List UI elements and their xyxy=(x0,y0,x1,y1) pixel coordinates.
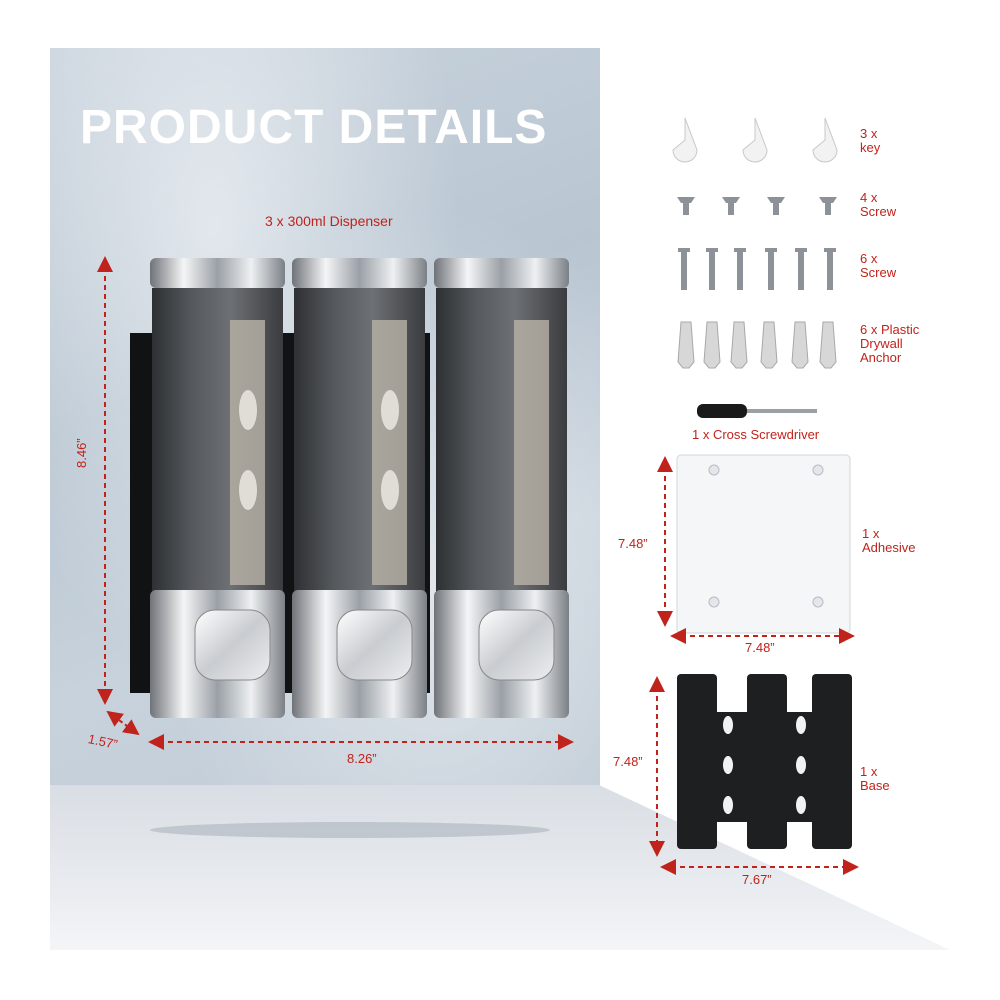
key-icons xyxy=(672,117,838,163)
dispenser-unit-2 xyxy=(292,258,427,718)
screwdriver-icon xyxy=(697,404,817,418)
base-bracket-icon xyxy=(677,674,852,849)
adhesive-height-label: 7.48” xyxy=(618,536,648,551)
dispenser-unit-1 xyxy=(150,258,285,718)
dispenser-width-label: 8.26” xyxy=(347,751,377,766)
base-height-label: 7.48” xyxy=(613,754,643,769)
adhesive-width-label: 7.48” xyxy=(745,640,775,655)
dispenser-unit-3 xyxy=(434,258,569,718)
page-title: PRODUCT DETAILS xyxy=(80,101,548,154)
drywall-anchor-icons xyxy=(677,321,837,369)
depth-dimension-line xyxy=(106,710,140,736)
long-screw-icons xyxy=(678,248,836,290)
screwdriver-label: 1 x Cross Screwdriver xyxy=(692,427,820,442)
base-width-label: 7.67” xyxy=(742,872,772,887)
short-screw-icons xyxy=(677,197,837,215)
adhesive-pad-icon xyxy=(676,454,851,634)
dispenser-label: 3 x 300ml Dispenser xyxy=(265,213,393,229)
dispenser-height-label: 8.46” xyxy=(74,438,89,468)
